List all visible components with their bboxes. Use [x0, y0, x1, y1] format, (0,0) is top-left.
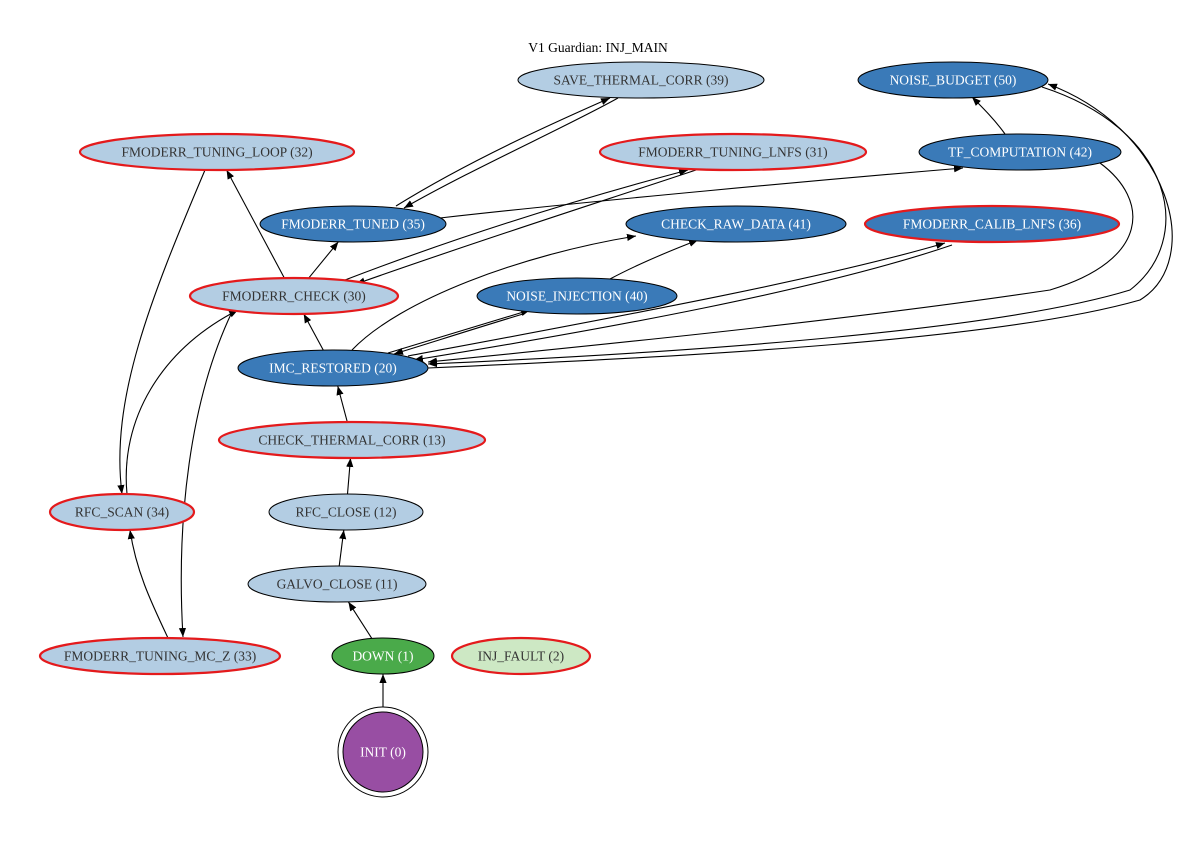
edge-down-to-galvo-close [347, 601, 373, 639]
node-shape [78, 132, 356, 172]
node-shape [188, 276, 400, 316]
node-shape [268, 493, 424, 531]
edge-noise-injection-to-check-raw-data [609, 239, 699, 280]
node-shape [38, 636, 282, 676]
node-label: IMC_RESTORED (20) [269, 361, 397, 376]
edge-fmoderr-check-to-fmoderr-tuning-lnfs [344, 168, 689, 281]
node-shape [259, 205, 447, 243]
edge-rfc-scan-to-fmoderr-check [125, 309, 239, 495]
edge-rfc-close-to-check-thermal-corr [346, 457, 354, 495]
node-label: INIT (0) [360, 745, 406, 760]
node-label: FMODERR_TUNING_MC_Z (33) [64, 649, 256, 664]
node-shape [476, 277, 678, 315]
node-shape [517, 61, 765, 99]
node-layer: SAVE_THERMAL_CORR (39) NOISE_BUDGET (50) F… [38, 61, 1122, 798]
node-shape [331, 637, 435, 675]
state-node-fmoderr-tuned[interactable]: FMODERR_TUNED (35) [259, 205, 447, 243]
node-label: NOISE_INJECTION (40) [506, 289, 647, 304]
state-node-check-thermal-corr[interactable]: CHECK_THERMAL_CORR (13) [217, 420, 487, 460]
node-label: FMODERR_CALIB_LNFS (36) [903, 217, 1081, 232]
node-shape [918, 133, 1122, 171]
state-node-fmoderr-check[interactable]: FMODERR_CHECK (30) [188, 276, 400, 316]
edge-fmoderr-tuned-to-save-thermal-corr [395, 97, 611, 207]
edge-tf-computation-to-noise-budget [971, 96, 1006, 135]
node-label: INJ_FAULT (2) [478, 649, 564, 664]
state-node-rfc-scan[interactable]: RFC_SCAN (34) [48, 492, 196, 532]
node-label: SAVE_THERMAL_CORR (39) [554, 73, 729, 88]
node-shape [342, 711, 424, 793]
state-node-galvo-close[interactable]: GALVO_CLOSE (11) [247, 565, 427, 603]
node-shape [450, 636, 592, 676]
node-shape [247, 565, 427, 603]
edge-fmoderr-check-to-fmoderr-tuning-loop [226, 169, 285, 279]
edge-imc-restored-to-fmoderr-check [303, 313, 324, 351]
edge-imc-restored-to-noise-budget [427, 83, 1173, 369]
state-node-tf-computation[interactable]: TF_COMPUTATION (42) [918, 133, 1122, 171]
edge-tf-computation-to-imc-restored [427, 162, 1134, 365]
state-node-check-raw-data[interactable]: CHECK_RAW_DATA (41) [625, 205, 847, 243]
node-shape [598, 132, 868, 172]
node-label: RFC_CLOSE (12) [296, 505, 397, 520]
node-shape [625, 205, 847, 243]
edge-fmoderr-tuning-lnfs-to-fmoderr-check [355, 169, 697, 285]
edge-imc-restored-to-check-raw-data [351, 233, 637, 351]
state-node-fmoderr-calib-lnfs[interactable]: FMODERR_CALIB_LNFS (36) [863, 204, 1121, 244]
state-node-noise-budget[interactable]: NOISE_BUDGET (50) [857, 61, 1049, 99]
node-label: NOISE_BUDGET (50) [890, 73, 1017, 88]
edge-fmoderr-check-to-fmoderr-tuned [308, 241, 339, 279]
node-label: CHECK_THERMAL_CORR (13) [258, 433, 445, 448]
node-label: FMODERR_CHECK (30) [222, 289, 366, 304]
edge-check-thermal-corr-to-imc-restored [336, 385, 348, 423]
edge-fmoderr-calib-lnfs-to-imc-restored [413, 244, 953, 363]
edge-galvo-close-to-rfc-close [338, 529, 347, 567]
node-label: FMODERR_TUNED (35) [281, 217, 425, 232]
node-shape [863, 204, 1121, 244]
edge-fmoderr-check-to-fmoderr-tuning-mc-z [178, 311, 233, 638]
state-node-imc-restored[interactable]: IMC_RESTORED (20) [237, 349, 429, 387]
edge-fmoderr-tuning-loop-to-rfc-scan [117, 169, 206, 495]
state-node-fmoderr-tuning-lnfs[interactable]: FMODERR_TUNING_LNFS (31) [598, 132, 868, 172]
edge-imc-restored-to-fmoderr-calib-lnfs [407, 242, 946, 357]
edge-fmoderr-tuning-mc-z-to-rfc-scan [127, 529, 169, 639]
state-node-save-thermal-corr[interactable]: SAVE_THERMAL_CORR (39) [517, 61, 765, 99]
state-node-fmoderr-tuning-loop[interactable]: FMODERR_TUNING_LOOP (32) [78, 132, 356, 172]
node-shape [857, 61, 1049, 99]
node-label: CHECK_RAW_DATA (41) [661, 217, 811, 232]
node-label: FMODERR_TUNING_LNFS (31) [638, 145, 827, 160]
node-label: FMODERR_TUNING_LOOP (32) [121, 145, 312, 160]
node-label: RFC_SCAN (34) [75, 505, 169, 520]
state-node-noise-injection[interactable]: NOISE_INJECTION (40) [476, 277, 678, 315]
state-node-down[interactable]: DOWN (1) [331, 637, 435, 675]
node-label: GALVO_CLOSE (11) [277, 577, 398, 592]
node-label: DOWN (1) [352, 649, 413, 664]
edge-save-thermal-corr-to-fmoderr-tuned [403, 97, 619, 209]
edge-fmoderr-tuned-to-tf-computation [439, 165, 964, 219]
node-shape [237, 349, 429, 387]
state-node-init[interactable]: INIT (0) [337, 706, 429, 798]
node-shape [217, 420, 487, 460]
node-label: TF_COMPUTATION (42) [948, 145, 1092, 160]
edge-noise-injection-to-imc-restored [393, 313, 524, 355]
graph-title: V1 Guardian: INJ_MAIN [528, 40, 668, 55]
node-shape [48, 492, 196, 532]
state-node-fmoderr-tuning-mc-z[interactable]: FMODERR_TUNING_MC_Z (33) [38, 636, 282, 676]
state-node-rfc-close[interactable]: RFC_CLOSE (12) [268, 493, 424, 531]
state-node-inj-fault[interactable]: INJ_FAULT (2) [450, 636, 592, 676]
edge-layer [117, 83, 1173, 708]
